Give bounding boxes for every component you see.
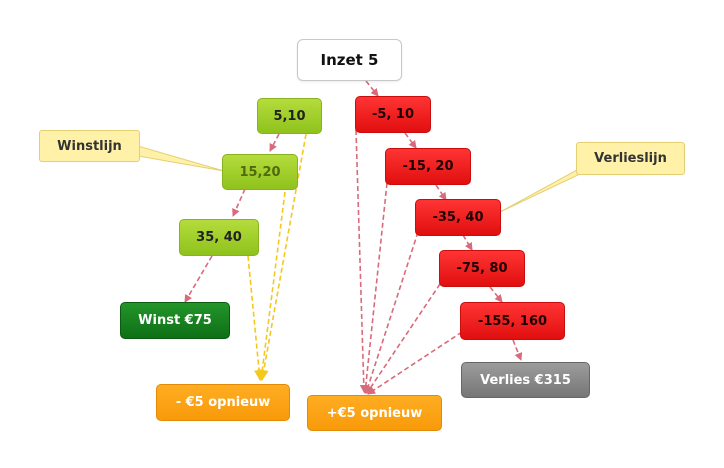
win-node-1: 5,10 — [257, 98, 322, 134]
callout-tail-lose — [499, 163, 589, 213]
restart-plus-node: +€5 opnieuw — [307, 395, 442, 431]
edge-root-to-lose1 — [365, 80, 379, 97]
edge-lose2-to-lose3 — [435, 184, 447, 201]
lose-node-4: -75, 80 — [439, 250, 525, 287]
edge-lose3-to-restart — [364, 231, 419, 394]
edge-lose2-to-restart — [361, 182, 388, 394]
lose-node-2: -15, 20 — [385, 148, 471, 185]
restart-minus-node: - €5 opnieuw — [156, 384, 290, 421]
edge-win1-to-restart — [258, 133, 307, 381]
lose-result-node: Verlies €315 — [461, 362, 590, 398]
edge-win1-to-win2 — [269, 133, 280, 152]
callout-winstlijn: Winstlijn — [39, 130, 140, 162]
lose-node-1: -5, 10 — [355, 96, 431, 133]
lose-node-5: -155, 160 — [460, 302, 565, 340]
edge-lose5-to-restart — [367, 331, 463, 395]
edge-lose1-to-restart — [355, 129, 368, 393]
edge-lose4-to-lose5 — [489, 286, 503, 303]
edge-win3-to-restart — [247, 255, 265, 381]
edge-lose5-to-lose-result — [512, 339, 523, 361]
win-node-3: 35, 40 — [179, 219, 259, 256]
win-result-node: Winst €75 — [120, 302, 230, 339]
edge-win3-to-win-result — [184, 255, 213, 303]
edge-lose3-to-lose4 — [462, 234, 473, 251]
callout-verlieslijn: Verlieslijn — [576, 142, 685, 175]
win-node-2: 15,20 — [222, 154, 298, 190]
edge-lose1-to-lose2 — [404, 132, 417, 149]
callout-tail-win — [137, 145, 225, 172]
edge-lose4-to-restart — [366, 283, 441, 394]
lose-node-3: -35, 40 — [415, 199, 501, 236]
edge-win2-to-restart — [257, 191, 286, 381]
root-node-inzet: Inzet 5 — [297, 39, 402, 81]
edge-win2-to-win3 — [232, 188, 246, 217]
